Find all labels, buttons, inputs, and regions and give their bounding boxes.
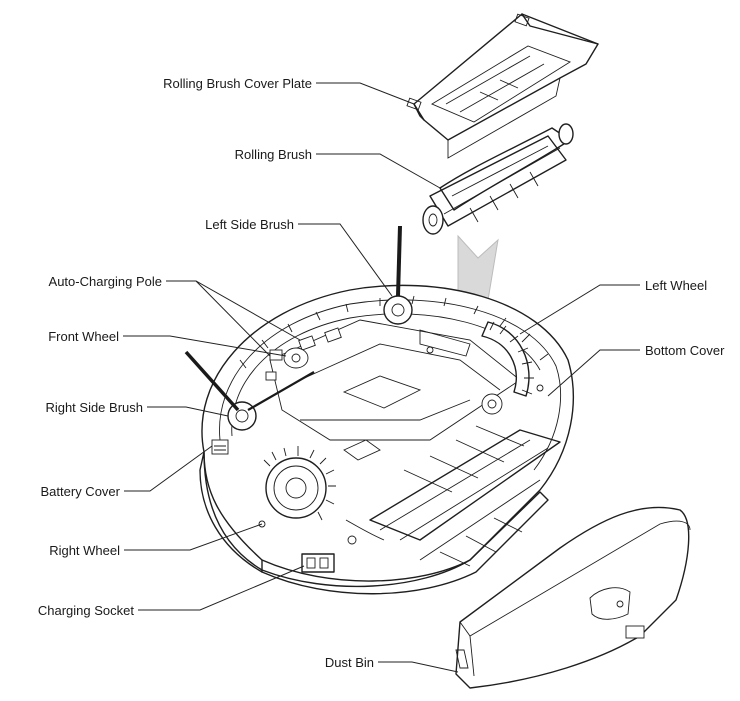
label-right-wheel: Right Wheel — [49, 543, 120, 558]
rolling-brush-cover-plate-drawing — [406, 13, 599, 159]
label-battery-cover: Battery Cover — [41, 484, 121, 499]
rolling-brush-drawing — [422, 123, 574, 235]
leader-lines — [123, 82, 640, 673]
label-rolling-brush: Rolling Brush — [235, 147, 312, 162]
label-auto-charging-pole: Auto-Charging Pole — [49, 274, 162, 289]
part-labels: Rolling Brush Cover Plate Rolling Brush … — [38, 76, 725, 670]
label-charging-socket: Charging Socket — [38, 603, 134, 618]
label-bottom-cover: Bottom Cover — [645, 343, 725, 358]
label-dust-bin: Dust Bin — [325, 655, 374, 670]
label-right-side-brush: Right Side Brush — [45, 400, 143, 415]
robot-body-drawing — [184, 225, 574, 595]
dust-bin-drawing — [455, 506, 691, 689]
label-front-wheel: Front Wheel — [48, 329, 119, 344]
label-rolling-brush-cover-plate: Rolling Brush Cover Plate — [163, 76, 312, 91]
label-left-wheel: Left Wheel — [645, 278, 707, 293]
label-left-side-brush: Left Side Brush — [205, 217, 294, 232]
